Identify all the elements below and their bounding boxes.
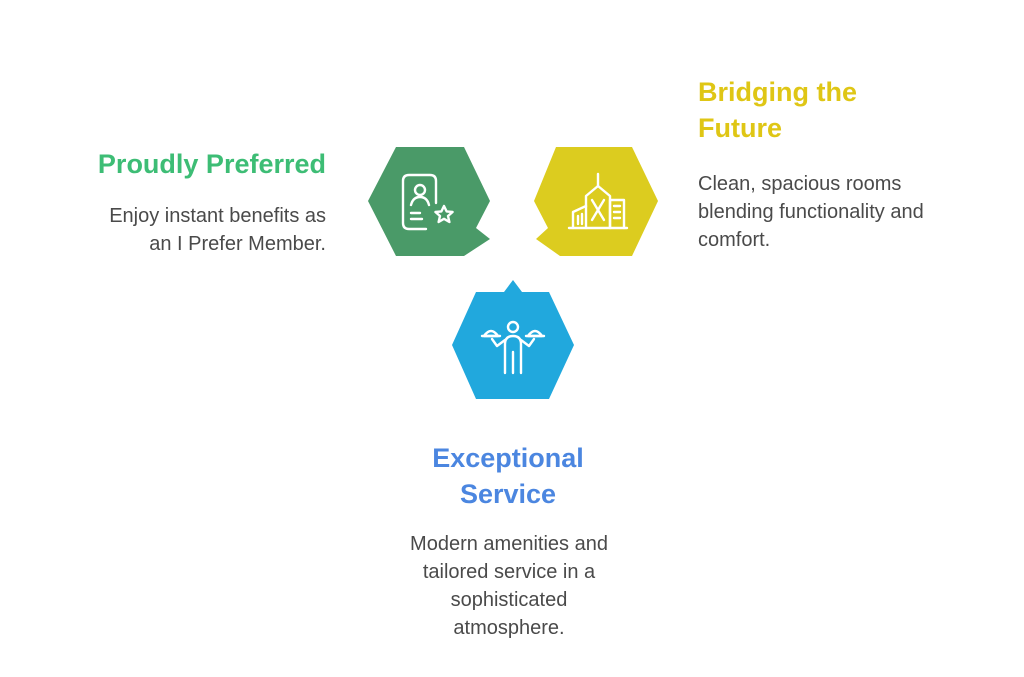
proudly-preferred-description: Enjoy instant benefits as an I Prefer Me… [109,202,326,258]
waiter-serving-icon [480,320,546,375]
description-line: atmosphere. [453,617,565,639]
blue-hexagon [452,280,574,399]
title-line: Future [698,113,782,143]
yellow-hexagon [534,147,658,256]
title-line: Bridging the [698,77,857,107]
description-line: Modern amenities and [410,533,608,555]
description-line: blending functionality and [698,201,924,223]
title-line: Service [459,479,557,509]
description-line: sophisticated [450,589,568,611]
description-line: Clean, spacious rooms [698,173,902,195]
proudly-preferred-title: Proudly Preferred [98,146,326,182]
member-card-star-icon [401,173,454,231]
exceptional-service-title: Exceptional Service [432,440,584,512]
green-hexagon [368,147,490,256]
city-buildings-icon [567,172,629,230]
bridging-the-future-description: Clean, spacious rooms blending functiona… [698,170,924,254]
title-line: Exceptional [432,443,584,473]
blue-hexagon-shape [452,280,574,399]
bridging-the-future-title: Bridging the Future [698,74,857,146]
title-line: Proudly Preferred [97,149,326,179]
exceptional-service-description: Modern amenities and tailored service in… [410,530,608,642]
description-line: tailored service in a [422,561,596,583]
description-line: Enjoy instant benefits as [109,205,326,227]
yellow-hexagon-shape [534,147,658,256]
description-line: an I Prefer Member. [149,233,326,255]
description-line: comfort. [698,229,771,251]
